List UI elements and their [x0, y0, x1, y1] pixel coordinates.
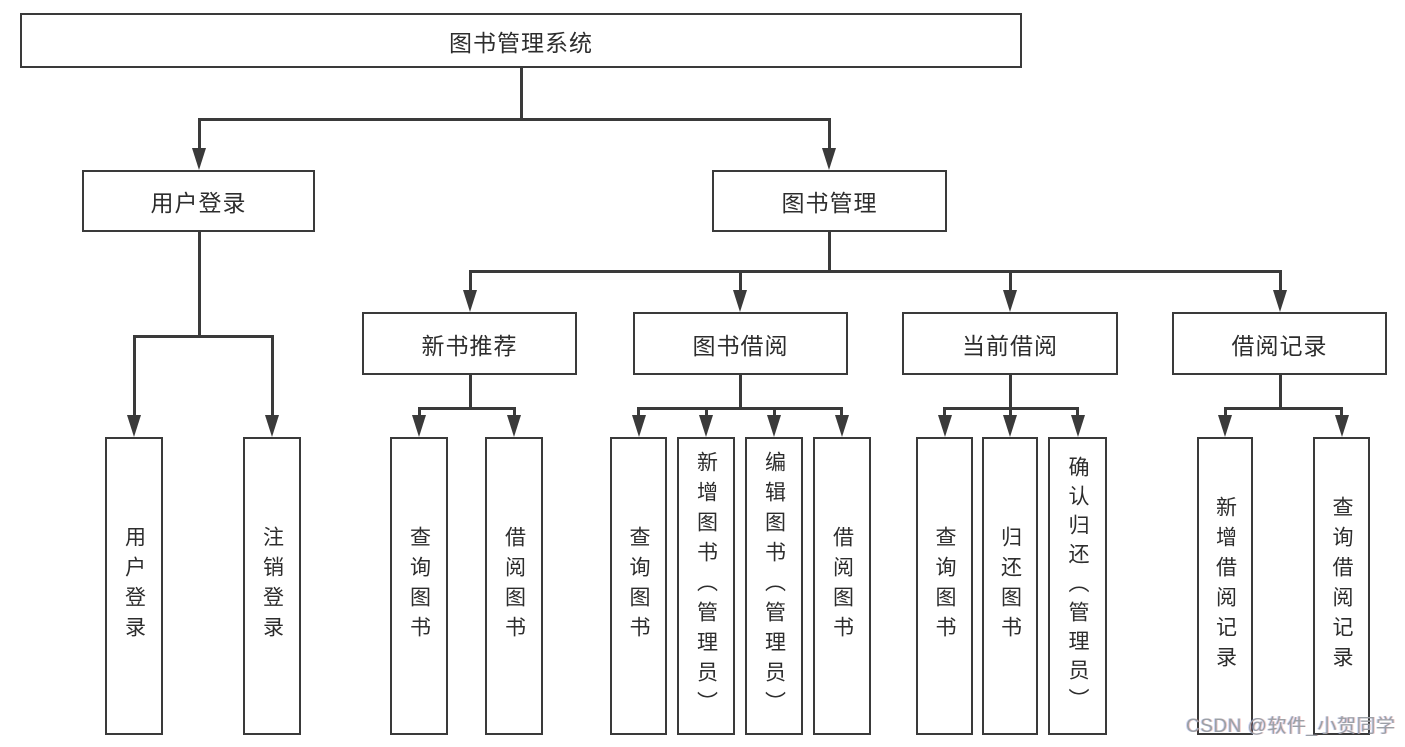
leaf-logout: 注销登录 — [243, 437, 301, 735]
node-current-borrowing-label: 当前借阅 — [962, 332, 1058, 359]
connector — [468, 374, 472, 407]
connector — [132, 335, 274, 338]
connector — [270, 335, 274, 419]
leaf-borrow-books-recommend: 借阅图书 — [485, 437, 543, 735]
leaf-confirm-return-admin: 确认归还（管理员） — [1048, 437, 1107, 735]
arrowhead-icon — [733, 290, 747, 312]
arrowhead-icon — [822, 148, 836, 170]
leaf-label: 新增借阅记录 — [1213, 496, 1237, 676]
connector — [468, 270, 1281, 273]
csdn-watermark: CSDN @软件_小贺同学 — [1186, 716, 1396, 737]
leaf-label: 新增图书（管理员） — [694, 451, 718, 721]
leaf-label: 借阅图书 — [830, 526, 854, 646]
connector — [1278, 374, 1282, 407]
arrowhead-icon — [463, 290, 477, 312]
leaf-label: 查询图书 — [407, 526, 431, 646]
arrowhead-icon — [1273, 290, 1287, 312]
connector — [1278, 270, 1282, 293]
node-root-label: 图书管理系统 — [449, 29, 593, 56]
arrowhead-icon — [1070, 415, 1085, 437]
leaf-query-books-current: 查询图书 — [916, 437, 973, 735]
connector — [738, 270, 742, 293]
arrowhead-icon — [1334, 415, 1349, 437]
arrowhead-icon — [699, 415, 713, 437]
leaf-query-books-borrowing: 查询图书 — [610, 437, 667, 735]
leaf-label: 查询借阅记录 — [1330, 496, 1353, 676]
connector — [468, 270, 472, 293]
leaf-label: 确认归还（管理员） — [1066, 455, 1089, 717]
arrowhead-icon — [192, 148, 206, 170]
connector — [1008, 270, 1012, 293]
node-borrowing-records-label: 借阅记录 — [1231, 332, 1328, 359]
leaf-label: 用户登录 — [122, 526, 146, 646]
connector — [1008, 374, 1012, 407]
connector — [827, 118, 831, 152]
node-root: 图书管理系统 — [20, 13, 1022, 68]
connector — [943, 407, 946, 419]
leaf-query-books-recommend: 查询图书 — [390, 437, 448, 735]
connector — [738, 374, 742, 407]
connector — [417, 407, 421, 419]
leaf-label: 查询图书 — [627, 526, 650, 646]
leaf-label: 查询图书 — [933, 526, 956, 646]
leaf-label: 注销登录 — [260, 526, 284, 646]
node-book-borrowing-label: 图书借阅 — [692, 332, 789, 359]
arrowhead-icon — [1003, 290, 1017, 312]
leaf-label: 编辑图书（管理员） — [762, 451, 786, 721]
leaf-add-books-admin: 新增图书（管理员） — [677, 437, 735, 735]
arrowhead-icon — [937, 415, 952, 437]
arrowhead-icon — [1003, 415, 1017, 437]
leaf-add-borrow-record: 新增借阅记录 — [1197, 437, 1253, 735]
connector — [1223, 407, 1342, 410]
connector — [637, 407, 843, 410]
connector — [512, 407, 516, 419]
leaf-borrow-books: 借阅图书 — [813, 437, 871, 735]
connector — [197, 118, 831, 121]
connector — [197, 118, 201, 152]
node-book-management: 图书管理 — [712, 170, 947, 232]
node-user-login-label: 用户登录 — [150, 190, 247, 216]
connector — [840, 407, 843, 419]
node-book-management-label: 图书管理 — [781, 190, 878, 216]
connector — [637, 407, 640, 419]
leaf-label: 借阅图书 — [502, 526, 526, 646]
connector — [827, 232, 831, 270]
arrowhead-icon — [507, 415, 521, 437]
leaf-return-books: 归还图书 — [982, 437, 1038, 735]
node-user-login: 用户登录 — [82, 170, 315, 232]
arrowhead-icon — [834, 415, 849, 437]
connector — [1340, 407, 1343, 419]
leaf-label: 归还图书 — [998, 526, 1022, 646]
leaf-user-login: 用户登录 — [105, 437, 163, 735]
connector — [197, 232, 201, 335]
connector — [519, 68, 523, 118]
leaf-edit-books-admin: 编辑图书（管理员） — [745, 437, 803, 735]
node-current-borrowing: 当前借阅 — [902, 312, 1118, 375]
connector — [1076, 407, 1079, 419]
arrowhead-icon — [1218, 415, 1232, 437]
arrowhead-icon — [631, 415, 646, 437]
arrowhead-icon — [265, 415, 279, 437]
node-new-book-recommend: 新书推荐 — [362, 312, 577, 375]
connector — [1223, 407, 1227, 419]
connector — [417, 407, 516, 410]
connector — [772, 407, 776, 419]
connector — [1008, 407, 1012, 419]
node-new-book-recommend-label: 新书推荐 — [421, 332, 518, 359]
leaf-query-borrow-record: 查询借阅记录 — [1313, 437, 1370, 735]
arrowhead-icon — [127, 415, 141, 437]
arrowhead-icon — [767, 415, 781, 437]
connector — [704, 407, 708, 419]
connector — [132, 335, 136, 419]
node-book-borrowing: 图书借阅 — [633, 312, 848, 375]
node-borrowing-records: 借阅记录 — [1172, 312, 1387, 375]
arrowhead-icon — [412, 415, 426, 437]
